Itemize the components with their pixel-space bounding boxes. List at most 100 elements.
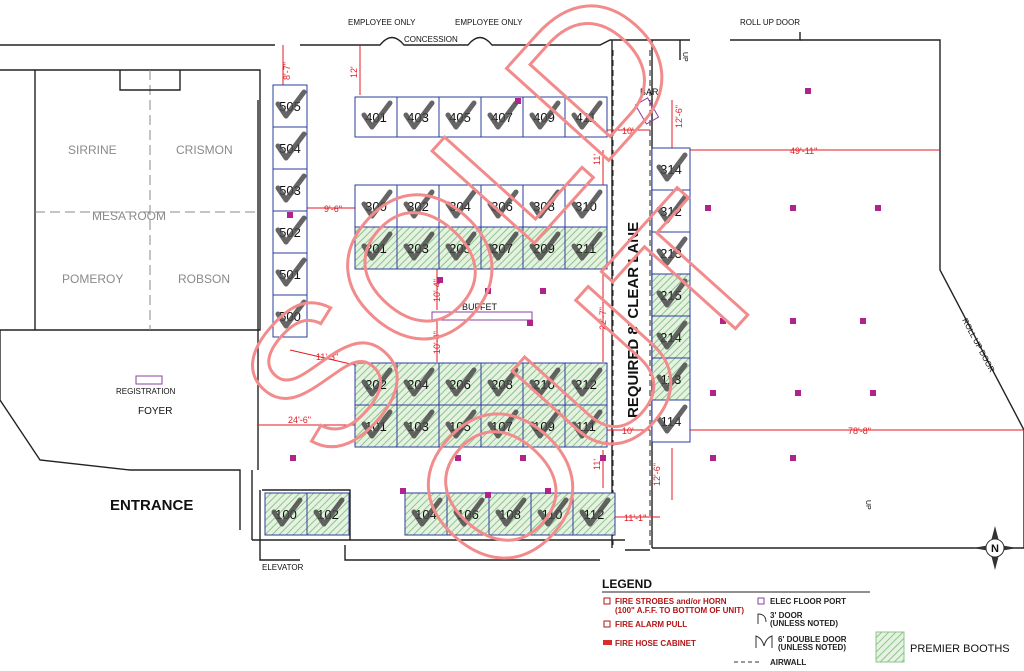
sold-checkmark-icon (529, 409, 561, 439)
registration-label: REGISTRATION (116, 387, 176, 396)
room-labels: SIRRINE CRISMON MESA ROOM POMEROY ROBSON (62, 143, 233, 286)
room-pomeroy: POMEROY (62, 272, 123, 286)
dim-22-7: 22'-7" (598, 307, 608, 330)
dim-11-top: 11' (592, 154, 602, 165)
sold-checkmark-icon (656, 362, 688, 392)
dim-10-4-b: 10'-4" (432, 331, 442, 354)
elec-floor-ports (287, 88, 881, 498)
elec-port-icon (870, 390, 876, 396)
sold-checkmark-icon (579, 497, 611, 527)
foyer-label: FOYER (138, 406, 172, 417)
sold-checkmark-icon (529, 231, 561, 261)
dim-12-top: 12' (349, 66, 359, 78)
sold-checkmark-icon (313, 497, 345, 527)
sold-checkmark-icon (529, 367, 561, 397)
room-sirrine: SIRRINE (68, 143, 117, 157)
elec-port-icon (710, 455, 716, 461)
tables (135, 97, 660, 385)
dim-10-4-a: 10'-4" (432, 279, 442, 302)
employee-only-label-1: EMPLOYEE ONLY (348, 18, 416, 27)
elec-port-icon (520, 455, 526, 461)
legend: LEGEND FIRE STROBES and/or HORN (100" A.… (602, 577, 1010, 667)
sold-checkmark-icon (411, 497, 443, 527)
sold-checkmark-icon (361, 409, 393, 439)
elec-port-icon (720, 318, 726, 324)
elec-port-icon (600, 455, 606, 461)
up-label-2: UP (864, 500, 871, 510)
clear-lane: REQUIRED 8' CLEAR LANE (612, 50, 651, 545)
elec-port-icon (875, 205, 881, 211)
buffet-label: BUFFET (462, 302, 498, 312)
elec-port-icon (795, 390, 801, 396)
sold-checkmark-icon (445, 409, 477, 439)
elec-port-icon (290, 455, 296, 461)
sold-checkmark-icon (571, 367, 603, 397)
mesa-room-airwalls (35, 70, 260, 330)
legend-door6: 6' DOUBLE DOOR (778, 635, 847, 644)
elec-port-icon (710, 390, 716, 396)
sold-checkmark-icon (529, 189, 561, 219)
premier-swatch (875, 631, 905, 663)
dim-9-6: 9'-6" (324, 204, 342, 214)
legend-fire-strobes: FIRE STROBES and/or HORN (615, 597, 727, 606)
sold-checkmark-icon (275, 173, 307, 203)
sold-checkmark-icon (571, 100, 603, 130)
dim-11-3: 11'-3" (316, 352, 338, 362)
elec-port-icon (705, 205, 711, 211)
booth-300[interactable] (354, 184, 398, 228)
fire-hose-icon (603, 640, 612, 645)
booth-306[interactable] (480, 184, 524, 228)
sold-checkmark-icon (445, 367, 477, 397)
sold-checkmark-icon (403, 409, 435, 439)
north-arrow: N (973, 526, 1017, 570)
legend-fire-alarm: FIRE ALARM PULL (615, 620, 687, 629)
booth-206[interactable] (438, 362, 482, 406)
booth-211[interactable] (564, 226, 608, 270)
sold-checkmark-icon (529, 100, 561, 130)
elec-port-icon (790, 455, 796, 461)
dim-10-bottom: 10' (622, 426, 634, 436)
up-label-1: UP (681, 52, 688, 62)
elec-port-icon (515, 98, 521, 104)
room-robson: ROBSON (178, 272, 230, 286)
room-mesa: MESA ROOM (92, 209, 166, 223)
sold-checkmark-icon (275, 299, 307, 329)
legend-door3: 3' DOOR (770, 611, 803, 620)
booth-110[interactable] (530, 492, 574, 536)
room-crismon: CRISMON (176, 143, 233, 157)
roll-up-door-side-label: ROLL UP DOOR (960, 317, 996, 374)
sold-checkmark-icon (361, 189, 393, 219)
fire-strobe-icon (603, 597, 611, 605)
clear-lane-label: REQUIRED 8' CLEAR LANE (625, 222, 642, 418)
sold-checkmark-icon (275, 131, 307, 161)
sold-checkmark-icon (487, 367, 519, 397)
sold-checkmark-icon (495, 497, 527, 527)
sold-checkmark-icon (487, 189, 519, 219)
elec-port-icon (860, 318, 866, 324)
dim-11-1: 11'-1" (624, 513, 646, 523)
elec-port-icon (790, 205, 796, 211)
elec-port-icon (790, 318, 796, 324)
sold-checkmark-icon (487, 409, 519, 439)
elec-port-icon (757, 597, 765, 605)
sold-checkmark-icon (361, 100, 393, 130)
sold-checkmark-icon (445, 100, 477, 130)
sold-checkmark-icon (275, 257, 307, 287)
north-label: N (991, 543, 999, 555)
sold-checkmark-icon (403, 100, 435, 130)
sold-checkmark-icon (453, 497, 485, 527)
sold-checkmark-icon (656, 404, 688, 434)
building-walls (0, 32, 1024, 561)
sold-checkmark-icon (445, 231, 477, 261)
dim-11-bottom: 11' (592, 459, 602, 470)
sold-checkmark-icon (656, 320, 688, 350)
sold-checkmark-icon (656, 278, 688, 308)
sold-checkmark-icon (361, 367, 393, 397)
elec-port-icon (437, 277, 443, 283)
elec-port-icon (485, 492, 491, 498)
